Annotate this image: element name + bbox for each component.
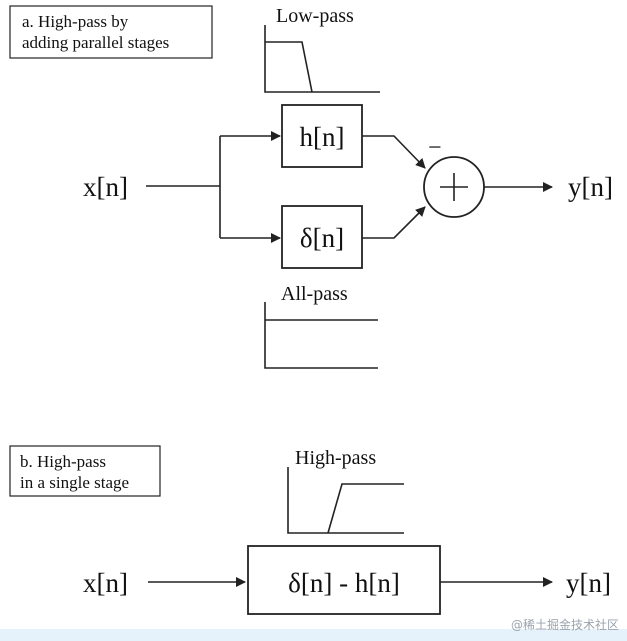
part-a-output-label: y[n]: [568, 172, 613, 202]
part-b: b. High-pass in a single stage High-pass…: [9, 445, 611, 615]
part-a-caption-line2: adding parallel stages: [22, 33, 169, 52]
h-block-label: h[n]: [300, 122, 345, 152]
part-b-caption-box: [9, 445, 161, 497]
h-to-summer-line: [362, 135, 426, 169]
delta-block: [281, 205, 363, 269]
part-a-caption-box: [9, 5, 213, 59]
h-block: [281, 104, 363, 168]
highpass-label: High-pass: [295, 447, 376, 469]
bottom-band: [0, 629, 627, 641]
delta-to-summer-line: [362, 206, 426, 239]
combined-block: [247, 545, 441, 615]
part-a: a. High-pass by adding parallel stages L…: [9, 5, 613, 369]
part-a-input-label: x[n]: [83, 172, 128, 202]
allpass-label: All-pass: [281, 283, 348, 305]
part-a-caption-line1: a. High-pass by: [22, 12, 129, 31]
part-b-output-label: y[n]: [566, 568, 611, 598]
combined-block-label: δ[n] - h[n]: [288, 568, 400, 598]
part-b-input-label: x[n]: [83, 568, 128, 598]
lowpass-label: Low-pass: [276, 5, 354, 27]
minus-sign: −: [428, 135, 442, 161]
lowpass-response-plot: [264, 25, 380, 93]
delta-block-label: δ[n]: [300, 223, 344, 253]
part-b-caption-line1: b. High-pass: [20, 452, 106, 471]
summer-node: [423, 156, 485, 218]
highpass-response-plot: [287, 467, 404, 534]
part-b-caption-line2: in a single stage: [20, 473, 129, 492]
allpass-response-plot: [264, 302, 378, 369]
watermark: @稀土掘金技术社区: [510, 618, 619, 632]
